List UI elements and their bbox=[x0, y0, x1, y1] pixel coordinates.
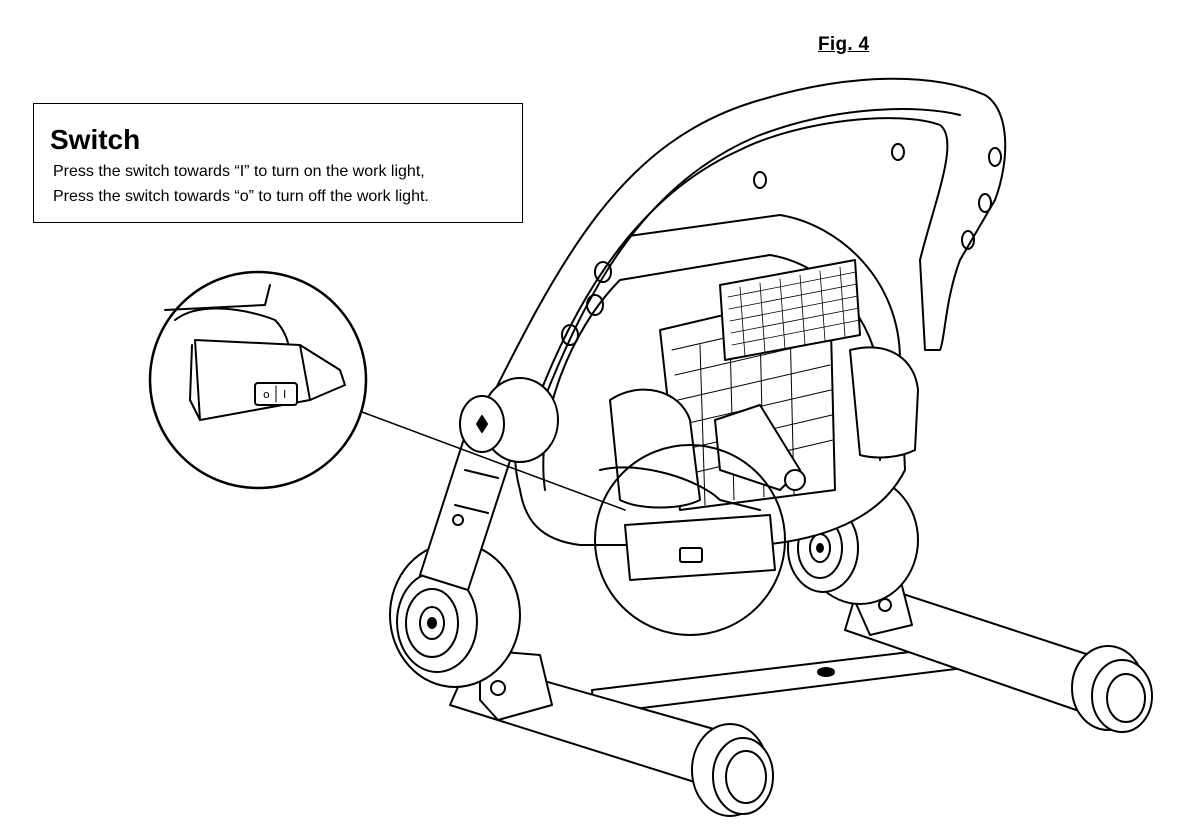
switch-detail-magnified bbox=[148, 270, 368, 490]
pivot-knob bbox=[459, 377, 559, 463]
cord-bracket-left bbox=[609, 388, 701, 509]
figure-label: Fig. 4 bbox=[818, 34, 870, 55]
switch-marks: o I bbox=[263, 388, 286, 401]
switch-button-small bbox=[679, 547, 703, 563]
cord-bracket-right bbox=[849, 346, 919, 459]
wheel-left bbox=[389, 542, 521, 688]
switch-focus-circle bbox=[594, 444, 786, 636]
callout-leader-line bbox=[361, 411, 626, 511]
callout-title: Switch bbox=[50, 124, 141, 155]
callout-line-on: Press the switch towards “I” to turn on … bbox=[53, 163, 425, 180]
switch-callout-box: Switch Press the switch towards “I” to t… bbox=[33, 103, 523, 223]
light-head bbox=[513, 214, 919, 581]
foot-cap-front-left bbox=[691, 723, 774, 817]
foot-cap-front-right bbox=[1071, 645, 1153, 733]
callout-line-off: Press the switch towards “o” to turn off… bbox=[53, 188, 429, 205]
switch-mark-off: o bbox=[263, 388, 270, 401]
base-frame bbox=[449, 577, 1153, 817]
switch-mark-on: I bbox=[283, 388, 286, 401]
vent-grille bbox=[719, 259, 861, 361]
